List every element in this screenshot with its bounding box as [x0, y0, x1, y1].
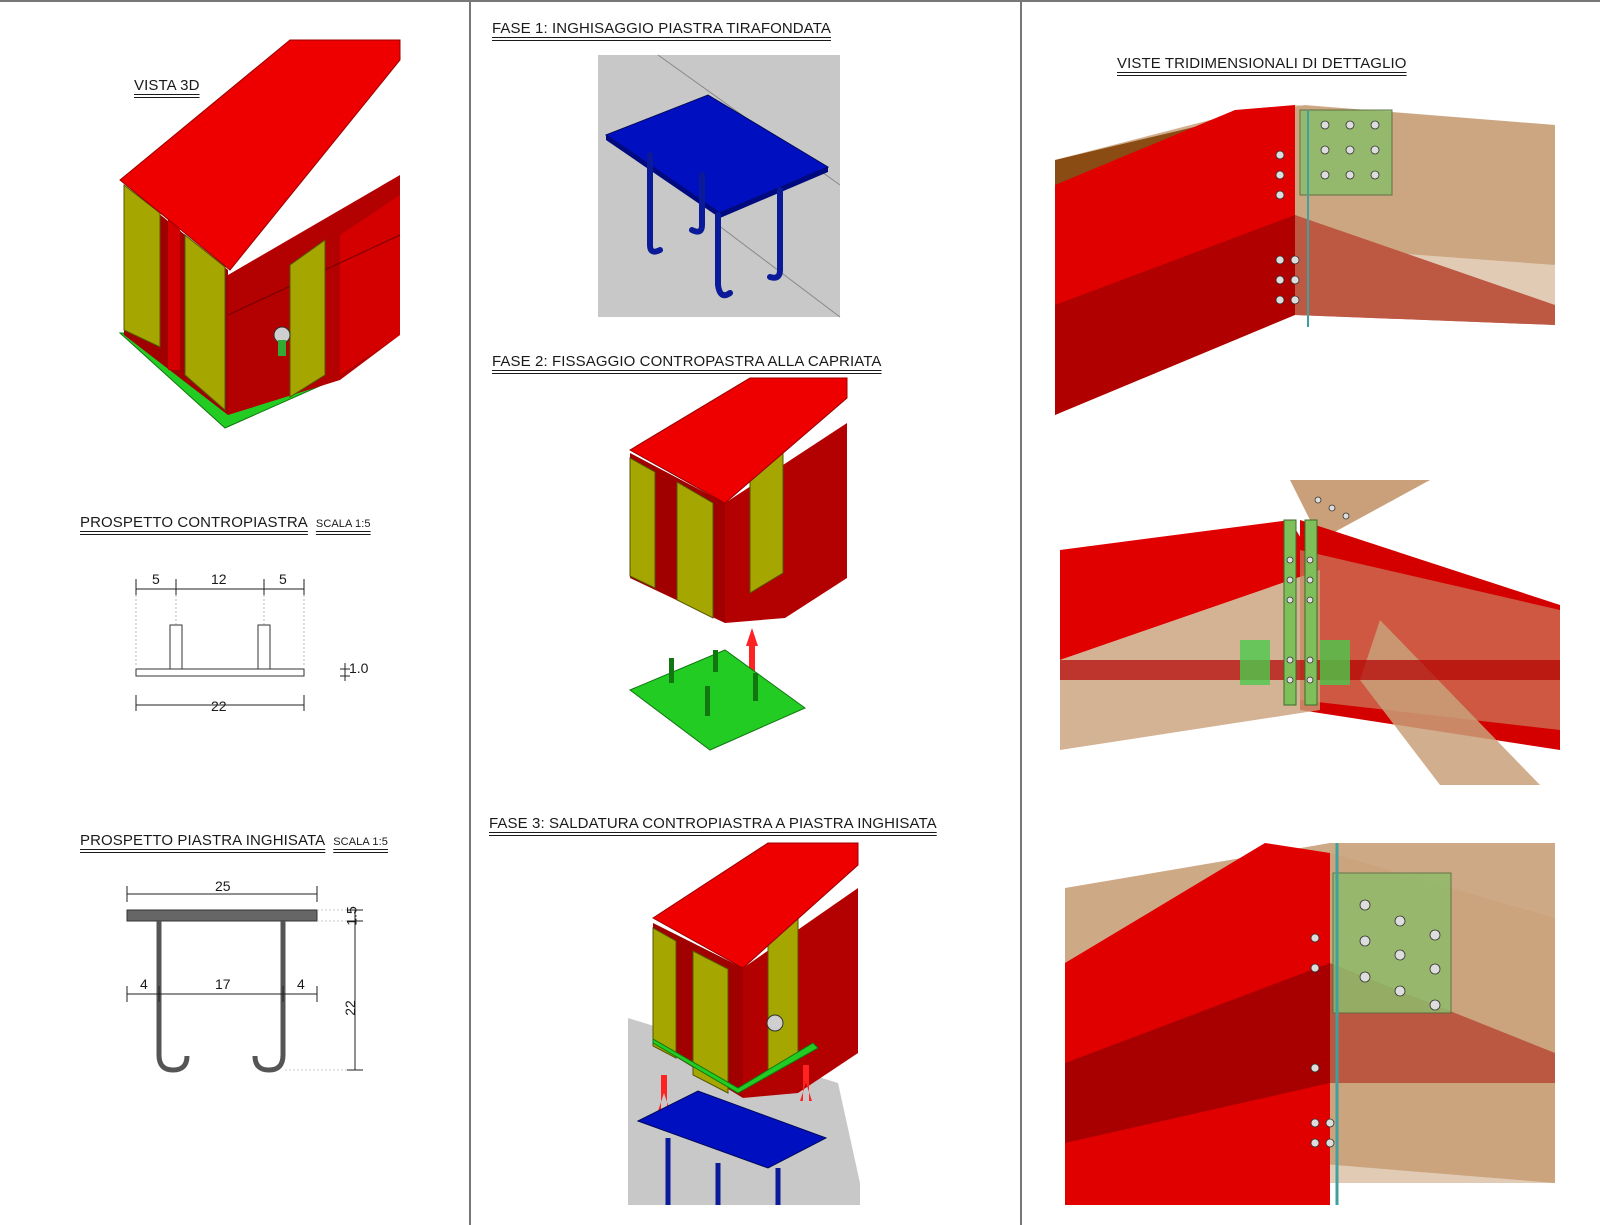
vista3d-isometric-view	[118, 39, 401, 429]
fase3-illustration	[628, 842, 860, 1205]
piastra-drawing	[126, 886, 363, 1073]
column-divider-left	[469, 0, 471, 1225]
contropiastra-dim-width: 22	[211, 698, 227, 714]
contropiastra-scale: SCALA 1:5	[315, 518, 371, 530]
contropiastra-dim-right: 5	[279, 571, 287, 587]
column-divider-right	[1020, 0, 1022, 1225]
contropiastra-dim-left: 5	[152, 571, 160, 587]
viste-title: VISTE TRIDIMENSIONALI DI DETTAGLIO	[1117, 55, 1407, 72]
detail-view-1	[1055, 105, 1555, 415]
fase1-title: FASE 1: INGHISAGGIO PIASTRA TIRAFONDATA	[492, 20, 831, 37]
fase2-illustration	[629, 377, 848, 751]
detail-view-3	[1065, 843, 1555, 1205]
fase3-title: FASE 3: SALDATURA CONTROPIASTRA A PIASTR…	[489, 815, 937, 832]
vista3d-title: VISTA 3D	[134, 77, 200, 94]
detail-view-2	[1060, 480, 1560, 785]
contropiastra-dim-middle: 12	[211, 571, 227, 587]
piastra-scale: SCALA 1:5	[333, 836, 388, 848]
contropiastra-dim-thickness: 1.0	[349, 660, 369, 676]
piastra-dim-height: 22	[341, 1000, 358, 1016]
fase1-illustration	[598, 54, 841, 318]
piastra-dim-spacing-left: 4	[140, 976, 148, 992]
piastra-dim-spacing-middle: 17	[215, 976, 231, 992]
contropiastra-drawing	[135, 579, 350, 711]
piastra-dim-thickness: 1.5	[343, 906, 360, 926]
piastra-dim-width: 25	[215, 878, 231, 894]
frame-top-line	[0, 0, 1600, 2]
piastra-dim-spacing-right: 4	[297, 976, 305, 992]
fase2-title: FASE 2: FISSAGGIO CONTROPASTRA ALLA CAPR…	[492, 353, 882, 370]
